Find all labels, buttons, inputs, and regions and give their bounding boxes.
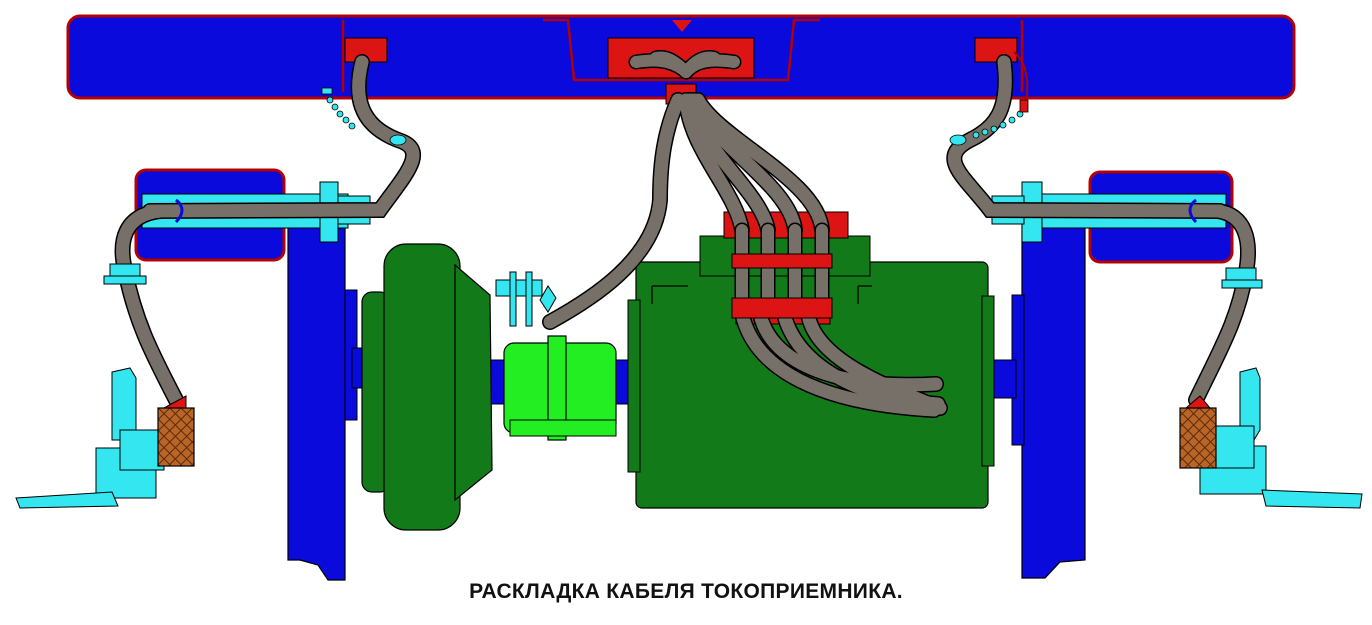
elastic-coupling [503, 335, 617, 441]
current-collector-shoe-right [1199, 367, 1363, 509]
clamp-arrows [174, 198, 1198, 224]
side-frame-left [287, 199, 358, 581]
current-collector-shoe-left [15, 367, 165, 509]
side-frame-right [1011, 199, 1086, 579]
cable-fittings [103, 263, 1263, 327]
fuse-holder-left [157, 395, 195, 467]
fuse-holder-right [1179, 395, 1217, 469]
safety-chain-left [321, 87, 407, 146]
gear-case [361, 243, 493, 531]
safety-chain-right [949, 51, 1029, 146]
terminal-clamps [731, 253, 833, 319]
diagram-caption: РАСКЛАДКА КАБЕЛЯ ТОКОПРИЕМНИКА. [469, 580, 903, 603]
